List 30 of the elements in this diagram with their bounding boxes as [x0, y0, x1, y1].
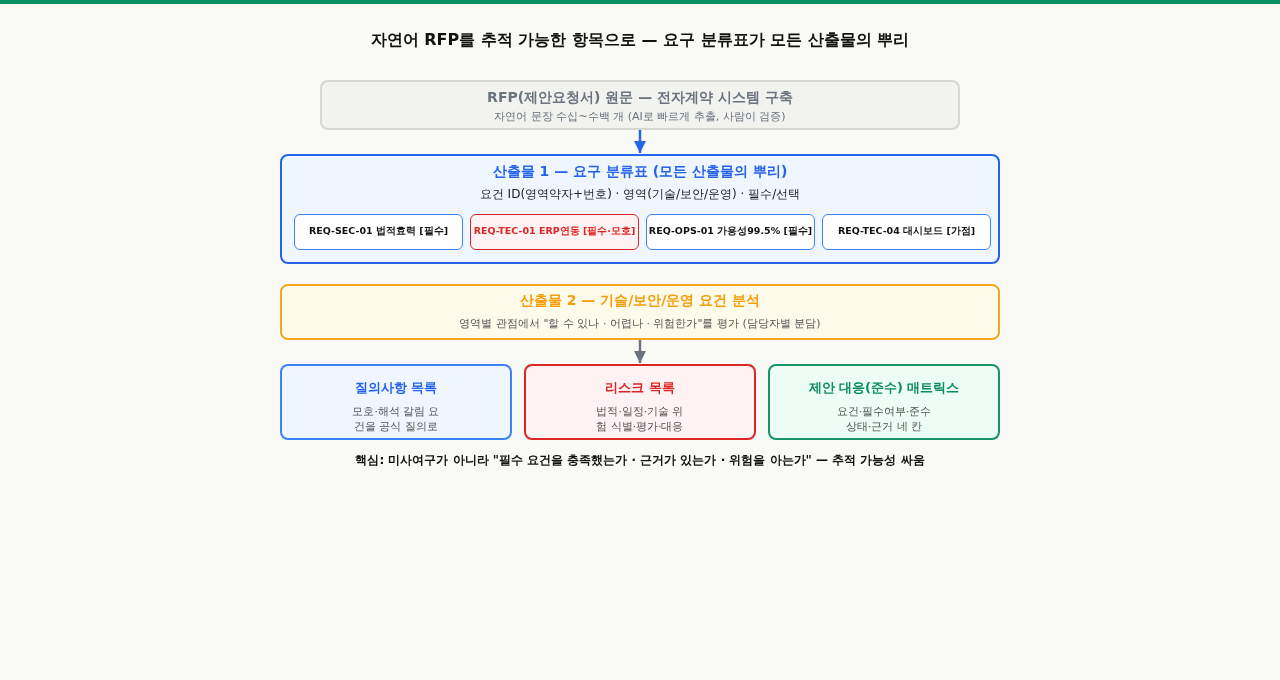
box-heading: 리스크 목록	[604, 379, 676, 397]
box-description: 요건 ID(영역약자+번호) · 영역(기술/보안/운영) · 필수/선택	[478, 186, 802, 203]
box-heading: RFP(제안요청서) 원문 — 전자계약 시스템 구축	[486, 89, 794, 107]
box-heading: 질의사항 목록	[353, 379, 439, 397]
box-heading: 제안 대응(준수) 매트릭스	[807, 379, 961, 397]
deliverable-box	[280, 154, 1000, 264]
box-heading: 산출물 1 — 요구 분류표 (모든 산출물의 뿌리)	[491, 163, 789, 181]
box-description: 모호·해석 갈림 요건을 공식 질의로	[351, 404, 441, 434]
output-box	[280, 364, 512, 440]
output-box	[768, 364, 1000, 440]
arrow	[633, 340, 647, 363]
source-box	[320, 80, 960, 130]
requirement-card	[646, 214, 815, 250]
requirement-card	[822, 214, 991, 250]
box-description: 자연어 문장 수십~수백 개 (AI로 빠르게 추출, 사람이 검증)	[493, 109, 787, 124]
requirement-label: REQ-TEC-01 ERP연동 [필수·모호]	[472, 225, 637, 238]
requirement-label: REQ-SEC-01 법적효력 [필수]	[308, 225, 449, 238]
box-description: 법적·일정·기술 위험 식별·평가·대응	[595, 404, 685, 434]
requirement-label: REQ-OPS-01 가용성99.5% [필수]	[647, 225, 814, 238]
arrow	[633, 130, 647, 153]
box-description: 요건·필수여부·준수 상태·근거 네 칸	[836, 404, 932, 434]
requirement-label: REQ-TEC-04 대시보드 [가점]	[836, 225, 977, 238]
output-box	[524, 364, 756, 440]
title: 자연어 RFP를 추적 가능한 항목으로 — 요구 분류표가 모든 산출물의 뿌리	[369, 30, 911, 51]
requirement-card	[294, 214, 463, 250]
box-heading: 산출물 2 — 기술/보안/운영 요건 분석	[518, 292, 762, 310]
deliverable-box	[280, 284, 1000, 340]
requirement-card	[470, 214, 639, 250]
box-description: 영역별 관점에서 "할 수 있나 · 어렵나 · 위험한가"를 평가 (담당자별 분담)	[458, 316, 822, 331]
key-note: 핵심: 미사여구가 아니라 "필수 요건을 충족했는가 · 근거가 있는가 · 위험을 아는가" — 추적 가능성 싸움	[354, 452, 926, 469]
